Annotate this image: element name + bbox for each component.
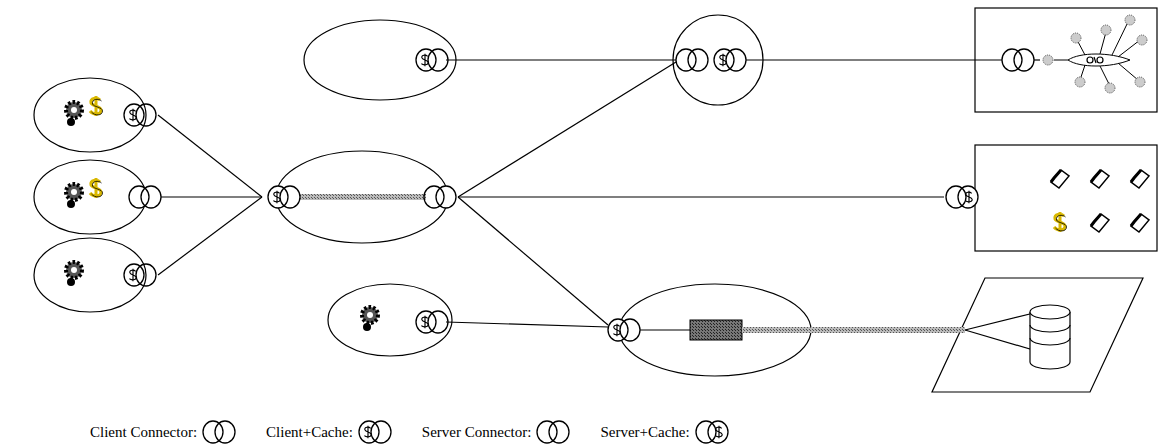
legend-sample: [695, 419, 729, 445]
legend-text: Client Connector:: [90, 424, 197, 441]
legend-text: Server Connector:: [422, 424, 532, 441]
legend-text: Server+Cache:: [600, 424, 689, 441]
legend: Client Connector: Client+Cache: Server Con…: [90, 419, 759, 445]
legend-sample: [536, 419, 570, 445]
legend-sample: [202, 419, 236, 445]
legend-text: Client+Cache:: [266, 424, 353, 441]
legend-sample: [358, 419, 392, 445]
